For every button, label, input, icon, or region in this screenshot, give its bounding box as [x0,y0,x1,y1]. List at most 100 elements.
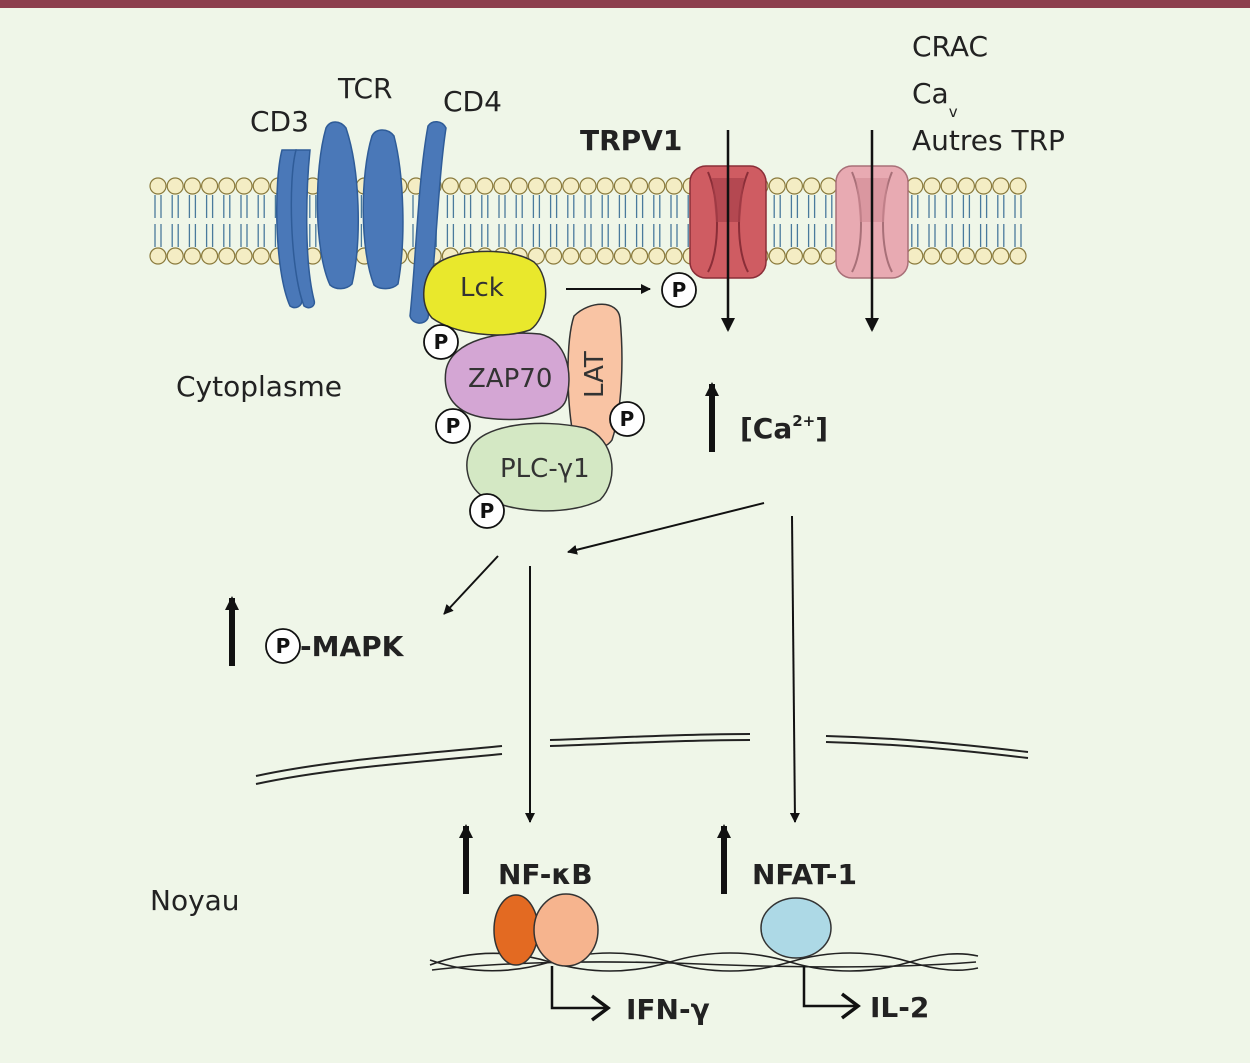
lipid-head [613,177,632,195]
phospho-plc-lower: P [469,493,505,529]
zap70-label: ZAP70 [468,364,552,394]
ifng-label: IFN-γ [626,993,710,1026]
lipid-head [906,247,924,265]
lipid-head [957,247,976,265]
svg-text:P: P [276,634,291,658]
nfkb-subunit-light [533,893,599,967]
trpv1-label: TRPV1 [580,124,682,157]
lat-label: LAT [580,351,610,398]
cytoplasme-label: Cytoplasme [176,370,342,403]
calcium-to-plc-arrow [567,502,765,555]
lipid-head [476,177,494,195]
lat-protein: LAT [567,303,623,450]
cd3-receptor [276,149,316,309]
lipid-head [149,247,167,265]
plc-to-mapk-arrow [443,555,499,615]
lipid-head [459,177,477,195]
lck-protein: Lck [423,250,547,336]
calcium-to-nfat-arrow [789,515,800,823]
cav-label: Cav [912,77,958,121]
zap70-protein: ZAP70 [444,332,570,421]
dna-strand [429,952,979,972]
lipid-head [1009,247,1027,265]
lipid-head [252,177,270,195]
lipid-head [527,177,546,195]
phospho-plc-upper: P [435,408,471,444]
lipid-head [630,247,649,265]
lipid-head [940,247,958,265]
tcr-receptor [316,121,404,290]
lipid-head [820,247,838,265]
lipid-head [252,247,270,265]
lipid-head [802,177,821,195]
lipid-head [785,177,804,195]
svg-text:P: P [446,414,461,438]
cd4-receptor [409,121,447,324]
lipid-head [923,247,941,265]
svg-text:P: P [620,407,635,431]
svg-text:P: P [672,278,687,302]
lipid-head [630,177,649,195]
crac-label: CRAC [912,30,988,63]
lipid-head [201,247,219,265]
nuclear-envelope [255,733,1029,785]
lipid-head [218,247,236,265]
plc-label: PLC-γ1 [500,454,590,484]
lipid-head [510,177,528,195]
lipid-head [802,247,821,265]
lipid-head [149,177,167,195]
ifng-transcription-arrow [550,966,606,1010]
top-bar [0,0,1250,8]
nfkb-subunit-dark [493,894,539,966]
lipid-head [665,177,683,195]
lipid-head [940,177,958,195]
lipid-head [579,247,597,265]
il2-arrowhead [840,992,861,1020]
tcr-label: TCR [337,72,392,105]
lipid-head [218,177,236,195]
il2-label: IL-2 [870,991,929,1024]
lipid-head [906,177,924,195]
lipid-head [544,177,563,195]
lipid-head [974,177,993,195]
nfkb-label: NF-κB [498,858,593,891]
lipid-head [648,177,666,195]
lipid-head [613,247,632,265]
lipid-head [665,247,683,265]
phospho-mapk: P [265,628,301,664]
nfat-label: NFAT-1 [752,858,857,891]
noyau-label: Noyau [150,884,240,917]
lipid-head [166,177,184,195]
autres-trp-label: Autres TRP [912,124,1065,157]
nfat-protein [760,897,832,959]
lipid-head [1009,177,1027,195]
ifng-arrowhead [590,994,611,1022]
lipid-head [562,247,580,265]
lipid-head [596,177,614,195]
lipid-head [183,177,201,195]
lipid-head [562,177,580,195]
cd4-label: CD4 [443,85,502,118]
lipid-head [768,177,786,195]
lipid-head [235,247,253,265]
lipid-head [648,247,666,265]
lipid-head [768,247,786,265]
mapk-label: -MAPK [300,630,405,663]
lipid-head [441,177,459,195]
svg-text:P: P [480,499,495,523]
phospho-zap70: P [423,324,459,360]
lipid-head [596,247,614,265]
svg-text:P: P [434,330,449,354]
lipid-head [992,247,1010,265]
lipid-head [785,247,804,265]
phospho-lat: P [609,401,645,437]
calcium-label: [Ca2+] [740,412,828,445]
lipid-head [235,177,253,195]
lipid-head [183,247,201,265]
lck-label: Lck [460,273,504,303]
lipid-head [579,177,597,195]
lipid-head [992,177,1010,195]
il2-transcription-arrow [802,966,856,1008]
